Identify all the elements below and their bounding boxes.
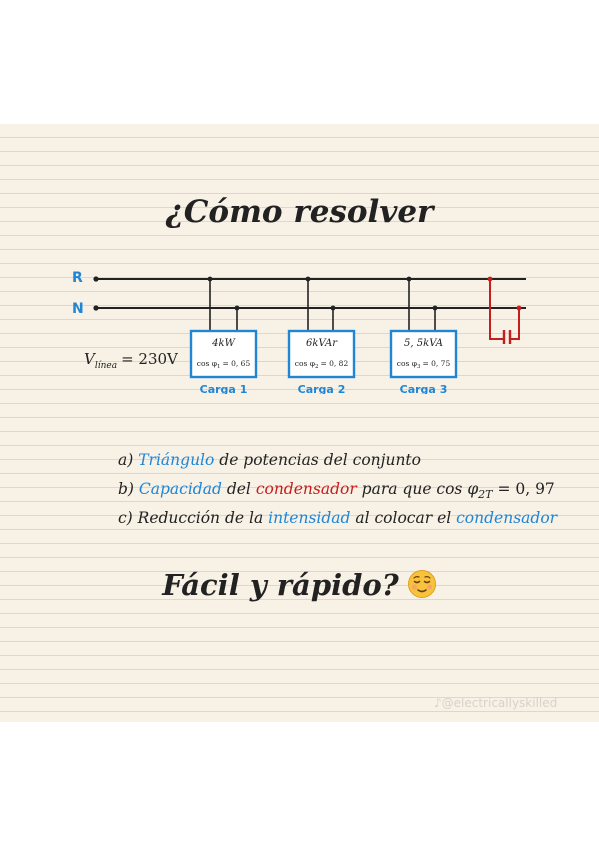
question-a: a) Triángulo de potencias del conjunto (118, 446, 588, 475)
question-a-rest: de potencias del conjunto (214, 451, 421, 469)
load-3: 5, 5kVA cos φ3= 0, 75 Carga 3 (389, 276, 458, 394)
question-b-highlight-2: condensador (255, 480, 357, 498)
question-b-mid: del (221, 480, 256, 498)
line-n-label: N (72, 301, 84, 317)
load-2-box (287, 329, 356, 379)
load-2-name: Carga 2 (298, 383, 346, 394)
question-b-rest: para que cos φ (356, 480, 479, 498)
capacitor-symbol (487, 276, 522, 344)
load-2-value: 6kVAr (306, 338, 338, 349)
load-1-value: 4kW (211, 338, 235, 349)
circuit-diagram: R N 4kW cos φ1= 0, 65 Carga 1 6kVAr cos … (72, 270, 526, 394)
footer-question: Fácil y rápido? (0, 568, 599, 602)
load-1: 4kW cos φ1= 0, 65 Carga 1 (189, 276, 258, 394)
question-c-mid: al colocar el (350, 509, 457, 527)
question-a-highlight: Triángulo (138, 451, 215, 469)
load-3-value: 5, 5kVA (404, 338, 443, 349)
load-2: 6kVAr cos φ2= 0, 82 Carga 2 (287, 276, 356, 394)
line-r-label: R (72, 270, 83, 286)
question-b-value: = 0, 97 (492, 480, 555, 498)
line-voltage-label: Vlínea= 230V (84, 350, 179, 371)
question-c-highlight-2: condensador (456, 509, 558, 527)
watermark: ♪@electricallyskilled (434, 696, 558, 710)
page-title: ¿Cómo resolver (165, 194, 434, 230)
load-2-pf: cos φ2= 0, 82 (295, 359, 349, 370)
question-a-prefix: a) (118, 451, 139, 469)
load-3-pf: cos φ3= 0, 75 (397, 359, 451, 370)
question-b-sub: 2T (478, 488, 493, 502)
load-1-pf: cos φ1= 0, 65 (197, 359, 251, 370)
content-card: ¿Cómo resolver R N 4kW cos φ1= 0, 65 Car… (0, 124, 599, 722)
question-b-highlight-1: Capacidad (138, 480, 222, 498)
load-3-name: Carga 3 (400, 383, 448, 394)
question-c-prefix: c) Reducción de la (118, 509, 269, 527)
load-1-name: Carga 1 (200, 383, 248, 394)
question-c-highlight-1: intensidad (268, 509, 351, 527)
question-b: b) Capacidad del condensador para que co… (118, 475, 588, 504)
questions-list: a) Triángulo de potencias del conjunto b… (118, 446, 588, 533)
footer-text: Fácil y rápido? (162, 568, 399, 602)
load-1-box (189, 329, 258, 379)
question-b-prefix: b) (118, 480, 139, 498)
relieved-face-icon (407, 570, 436, 598)
question-c: c) Reducción de la intensidad al colocar… (118, 504, 588, 533)
load-3-box (389, 329, 458, 379)
